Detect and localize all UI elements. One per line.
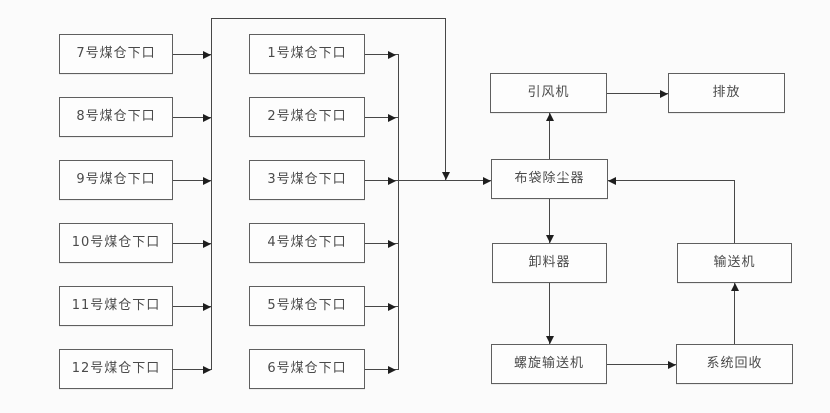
- arrowhead: [546, 336, 554, 344]
- node-coal-bunker-9: 9号煤仓下口: [59, 160, 173, 200]
- node-discharge: 排放: [668, 73, 785, 113]
- connector-line: [365, 243, 398, 244]
- node-coal-bunker-8: 8号煤仓下口: [59, 97, 173, 137]
- arrowhead: [388, 366, 396, 374]
- connector-line: [365, 306, 398, 307]
- connector-line: [607, 364, 676, 365]
- arrowhead: [388, 240, 396, 248]
- node-coal-bunker-6: 6号煤仓下口: [249, 349, 365, 389]
- node-coal-bunker-4: 4号煤仓下口: [249, 223, 365, 263]
- arrowhead: [668, 361, 676, 369]
- arrowhead: [546, 113, 554, 121]
- connector-line: [173, 180, 211, 181]
- node-coal-bunker-12: 12号煤仓下口: [59, 349, 173, 389]
- connector-line: [549, 199, 550, 243]
- connector-line: [173, 306, 211, 307]
- arrowhead: [731, 283, 739, 291]
- connector-line: [211, 18, 446, 19]
- node-coal-bunker-11: 11号煤仓下口: [59, 286, 173, 326]
- connector-line: [549, 283, 550, 344]
- connector-line: [734, 180, 735, 243]
- node-induced-draft-fan: 引风机: [490, 73, 607, 113]
- connector-line: [365, 117, 398, 118]
- arrowhead: [388, 303, 396, 311]
- connector-line: [398, 54, 399, 370]
- connector-line: [173, 54, 211, 55]
- connector-line: [734, 283, 735, 344]
- node-screw-conveyor: 螺旋输送机: [491, 344, 607, 384]
- arrowhead: [203, 366, 211, 374]
- connector-line: [549, 113, 550, 159]
- arrowhead: [203, 51, 211, 59]
- arrowhead: [388, 51, 396, 59]
- connector-line: [365, 54, 398, 55]
- node-bag-dust-collector: 布袋除尘器: [491, 159, 608, 199]
- arrowhead: [388, 177, 396, 185]
- node-conveyor: 输送机: [677, 243, 792, 283]
- connector-line: [445, 18, 446, 180]
- arrowhead: [388, 114, 396, 122]
- node-coal-bunker-10: 10号煤仓下口: [59, 223, 173, 263]
- node-coal-bunker-5: 5号煤仓下口: [249, 286, 365, 326]
- connector-line: [173, 117, 211, 118]
- arrowhead: [546, 235, 554, 243]
- connector-line: [173, 369, 211, 370]
- arrowhead: [442, 172, 450, 180]
- connector-line: [608, 180, 734, 181]
- connector-line: [211, 18, 212, 370]
- arrowhead: [608, 177, 616, 185]
- connector-line: [607, 93, 668, 94]
- node-coal-bunker-2: 2号煤仓下口: [249, 97, 365, 137]
- node-coal-bunker-7: 7号煤仓下口: [59, 34, 173, 74]
- arrowhead: [203, 303, 211, 311]
- arrowhead: [203, 240, 211, 248]
- arrowhead: [203, 177, 211, 185]
- connector-line: [365, 369, 398, 370]
- arrowhead: [483, 177, 491, 185]
- connector-line: [365, 180, 491, 181]
- connector-line: [173, 243, 211, 244]
- node-coal-bunker-1: 1号煤仓下口: [249, 34, 365, 74]
- node-coal-bunker-3: 3号煤仓下口: [249, 160, 365, 200]
- arrowhead: [660, 90, 668, 98]
- arrowhead: [203, 114, 211, 122]
- node-system-recovery: 系统回收: [676, 344, 793, 384]
- node-unloader: 卸料器: [492, 243, 607, 283]
